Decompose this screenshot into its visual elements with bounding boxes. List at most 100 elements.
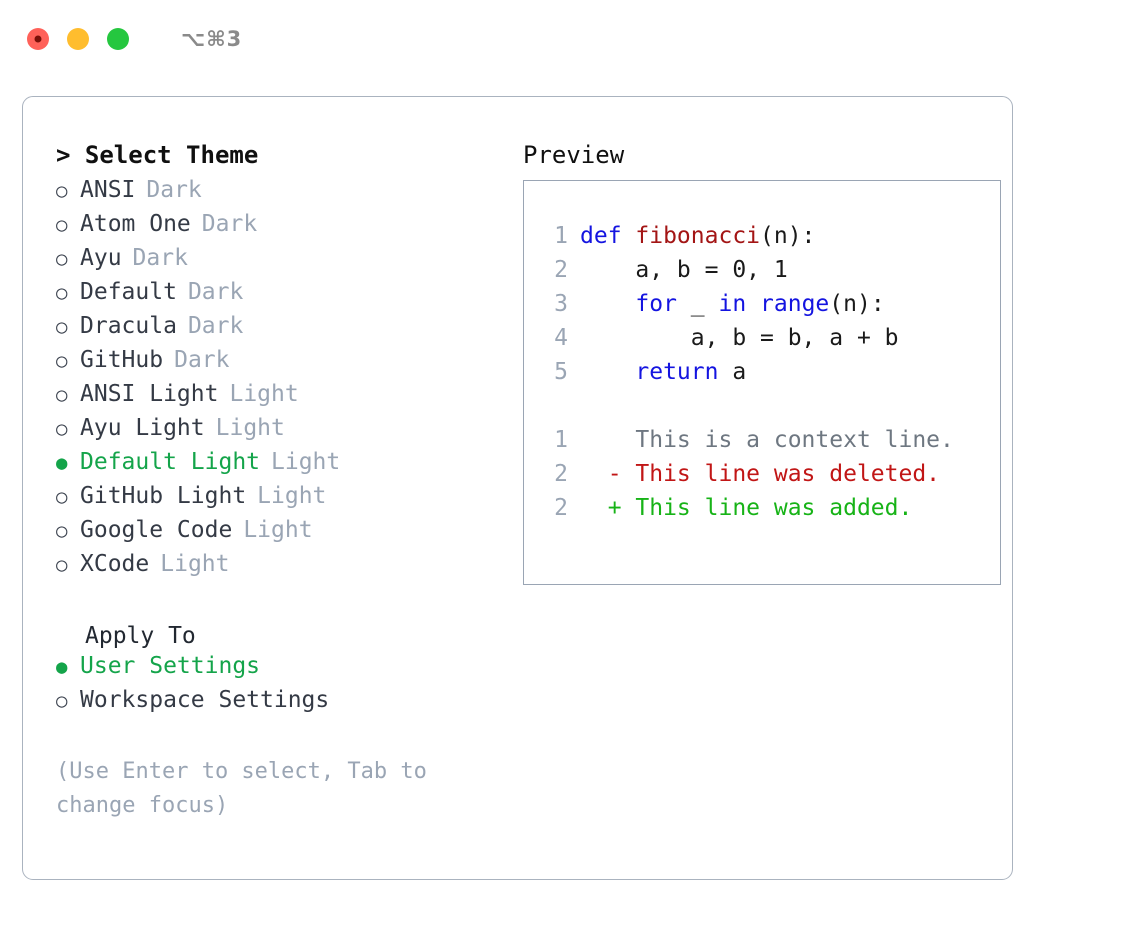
diff-sample: 1 This is a context line.2 - This line w… [542, 427, 1000, 529]
radio-unselected-icon: ○ [56, 316, 68, 338]
line-number: 1 [554, 427, 568, 453]
theme-variant-tag: Dark [187, 279, 244, 305]
theme-variant-tag: Light [229, 381, 299, 407]
theme-option-github[interactable]: ○ GitHub Dark [56, 347, 509, 381]
radio-unselected-icon: ○ [56, 554, 68, 576]
theme-option-label: GitHub [80, 347, 164, 373]
code-plain: a, b = 0, 1 [635, 257, 788, 283]
code-line: 3 for _ in range(n): [542, 291, 1000, 325]
code-keyword: def [580, 223, 636, 249]
apply-to-heading: Apply To [85, 623, 196, 649]
code-keyword: in [718, 291, 761, 317]
code-line: 2 a, b = 0, 1 [542, 257, 1000, 291]
maximize-button[interactable] [107, 28, 129, 50]
theme-option-google-code[interactable]: ○ Google Code Light [56, 517, 509, 551]
theme-variant-tag: Dark [146, 177, 202, 203]
line-number: 5 [554, 359, 568, 385]
code-text: a, b = b, a + b [580, 325, 899, 351]
diff-line-text-add: + This line was added. [580, 495, 913, 521]
code-text: def fibonacci(n): [580, 223, 815, 249]
theme-variant-tag: Light [257, 483, 327, 509]
line-number: 3 [554, 291, 568, 317]
theme-option-github-light[interactable]: ○ GitHub Light Light [56, 483, 509, 517]
theme-variant-tag: Dark [201, 211, 258, 237]
apply-to-option-user-settings[interactable]: ●User Settings [56, 653, 509, 687]
code-text: for _ in range(n): [580, 291, 885, 317]
diff-line-text-del: - This line was deleted. [580, 461, 941, 487]
line-number: 2 [554, 461, 568, 487]
code-text: return a [580, 359, 746, 385]
code-line: 4 a, b = b, a + b [542, 325, 1000, 359]
apply-to-option-workspace-settings[interactable]: ○ Workspace Settings [56, 687, 509, 721]
theme-option-label: ANSI Light [80, 381, 219, 407]
radio-unselected-icon: ○ [56, 690, 68, 712]
diff-line: 1 This is a context line. [542, 427, 1000, 461]
apply-to-option-label: Workspace Settings [80, 687, 330, 713]
code-text: a, b = 0, 1 [580, 257, 788, 283]
code-plain: _ [690, 291, 719, 317]
apply-to-option-list: ●User Settings ○ Workspace Settings [56, 653, 509, 721]
theme-variant-tag: Dark [187, 313, 244, 339]
theme-option-label: XCode [80, 551, 150, 577]
line-number: 2 [554, 495, 568, 521]
theme-option-atom-one[interactable]: ○ Atom One Dark [56, 211, 509, 245]
radio-unselected-icon: ○ [56, 486, 68, 508]
theme-option-default[interactable]: ○ Default Dark [56, 279, 509, 313]
radio-unselected-icon: ○ [56, 248, 68, 270]
close-button[interactable] [27, 28, 49, 50]
code-function-name: fibonacci [635, 223, 761, 249]
title-bar: ⌥⌘3 [0, 0, 1140, 78]
code-keyword: range [760, 291, 830, 317]
theme-option-label: Default [80, 279, 177, 305]
theme-option-ansi-light[interactable]: ○ ANSI Light Light [56, 381, 509, 415]
radio-selected-icon: ● [56, 656, 68, 678]
keyboard-hint: (Use Enter to select, Tab to change focu… [56, 759, 441, 818]
radio-unselected-icon: ○ [56, 282, 68, 304]
code-plain: (n): [829, 291, 885, 317]
theme-variant-tag: Light [215, 415, 285, 441]
theme-option-xcode[interactable]: ○ XCode Light [56, 551, 509, 585]
code-keyword: for [635, 291, 691, 317]
radio-unselected-icon: ○ [56, 214, 68, 236]
theme-variant-tag: Light [271, 449, 341, 475]
theme-option-dracula[interactable]: ○ Dracula Dark [56, 313, 509, 347]
theme-variant-tag: Light [160, 551, 230, 577]
theme-option-label: GitHub Light [80, 483, 247, 509]
code-keyword: return [635, 359, 733, 385]
theme-option-label: ANSI [80, 177, 136, 203]
window-controls [27, 28, 129, 50]
diff-line-text-ctx: This is a context line. [580, 427, 954, 453]
preview-title: Preview [523, 141, 625, 169]
diff-line: 2 + This line was added. [542, 495, 1000, 529]
line-number: 4 [554, 325, 568, 351]
code-plain: a [732, 359, 747, 385]
radio-unselected-icon: ○ [56, 384, 68, 406]
radio-selected-icon: ● [56, 452, 68, 474]
line-number: 1 [554, 223, 568, 249]
line-number: 2 [554, 257, 568, 283]
preview-spacer [542, 393, 1000, 427]
theme-variant-tag: Light [243, 517, 313, 543]
theme-option-label: Dracula [80, 313, 177, 339]
theme-option-label: Google Code [80, 517, 233, 543]
minimize-button[interactable] [67, 28, 89, 50]
radio-unselected-icon: ○ [56, 418, 68, 440]
code-plain: (n): [760, 223, 816, 249]
theme-option-label: Atom One [80, 211, 191, 237]
code-line: 5 return a [542, 359, 1000, 393]
theme-variant-tag: Dark [174, 347, 230, 373]
radio-unselected-icon: ○ [56, 350, 68, 372]
radio-unselected-icon: ○ [56, 520, 68, 542]
code-plain: a, b = b, a + b [690, 325, 899, 351]
code-line: 1 def fibonacci(n): [542, 223, 1000, 257]
theme-option-label: Ayu [80, 245, 122, 271]
